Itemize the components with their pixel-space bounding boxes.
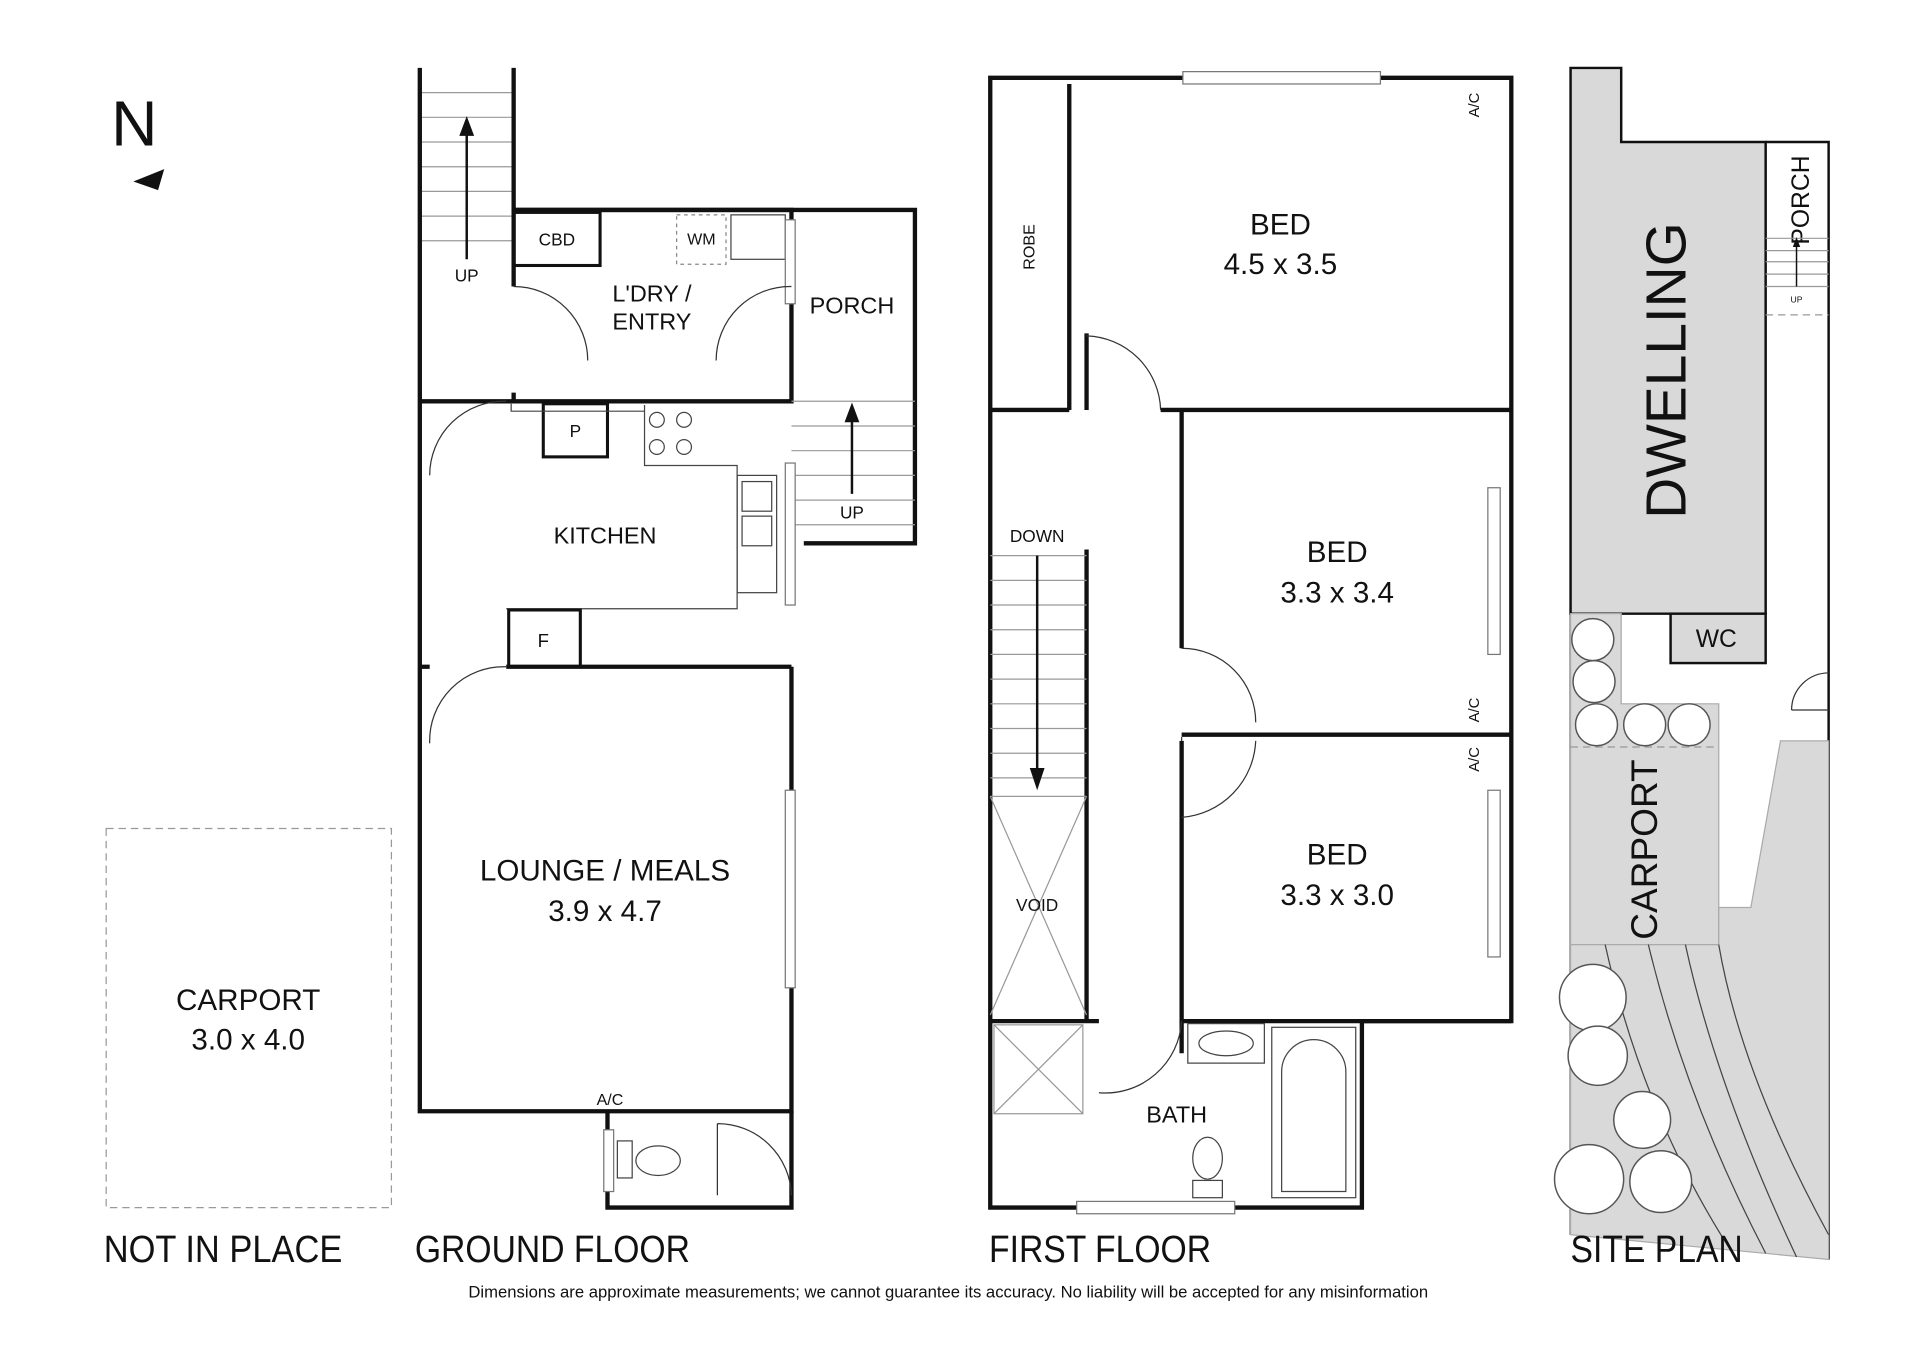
first-floor-caption: FIRST FLOOR [989, 1227, 1211, 1271]
bed2-size: 3.3 x 3.4 [1280, 577, 1394, 610]
down-label: DOWN [1010, 526, 1065, 546]
bed1-size: 4.5 x 3.5 [1224, 248, 1338, 281]
porch-stair-up-label: UP [840, 503, 864, 523]
ac-label: A/C [597, 1091, 624, 1109]
ac1-label: A/C [1467, 92, 1483, 117]
bed2-label: BED [1307, 536, 1368, 569]
cbd-label: CBD [539, 230, 575, 250]
stair-up-label: UP [455, 266, 479, 286]
site-plan-caption: SITE PLAN [1571, 1227, 1743, 1271]
bed1-label: BED [1250, 209, 1311, 242]
wm-label: WM [687, 230, 716, 248]
site-up-label: UP [1791, 295, 1803, 305]
robe-label: ROBE [1021, 224, 1039, 270]
north-arrow-icon [133, 169, 165, 191]
dwelling-label: DWELLING [1635, 222, 1698, 519]
laundry-label: L'DRY / [612, 280, 692, 306]
site-plan: WC DWELLING PORCH UP CARPORT [1553, 66, 1830, 1261]
site-carport-label: CARPORT [1623, 759, 1665, 939]
north-label: N [111, 88, 157, 160]
bed3-size: 3.3 x 3.0 [1280, 879, 1394, 912]
first-floor-plan: ROBE BED 4.5 x 3.5 A/C BED 3.3 x 3.4 A/C… [988, 71, 1514, 1215]
fridge-label: F [538, 630, 549, 651]
not-in-place-caption: NOT IN PLACE [104, 1227, 343, 1270]
ground-floor-plan: UP CBD WM L'DRY / ENTRY PORCH UP P [417, 67, 918, 1210]
ac2-label: A/C [1467, 697, 1483, 722]
ground-floor-caption: GROUND FLOOR [415, 1227, 690, 1271]
bed3-label: BED [1307, 838, 1368, 871]
stair-down-arrow-icon [1029, 768, 1045, 791]
pantry-label: P [570, 421, 582, 441]
porch-label: PORCH [810, 293, 895, 319]
void-label: VOID [1016, 895, 1058, 915]
ac3-label: A/C [1467, 747, 1483, 772]
site-wc-label: WC [1696, 626, 1737, 653]
lounge-size: 3.9 x 4.7 [548, 895, 662, 928]
carport-label: CARPORT [176, 984, 320, 1017]
lounge-label: LOUNGE / MEALS [480, 854, 730, 887]
carport-size: 3.0 x 4.0 [191, 1024, 305, 1057]
tree-icon [1553, 617, 1711, 1215]
site-porch-label: PORCH [1788, 155, 1815, 244]
disclaimer: Dimensions are approximate measurements;… [468, 1283, 1428, 1302]
bath-label: BATH [1146, 1101, 1207, 1127]
laundry-label-2: ENTRY [612, 309, 691, 335]
carport-not-in-place: CARPORT 3.0 x 4.0 [105, 827, 393, 1209]
kitchen-label: KITCHEN [554, 522, 657, 548]
